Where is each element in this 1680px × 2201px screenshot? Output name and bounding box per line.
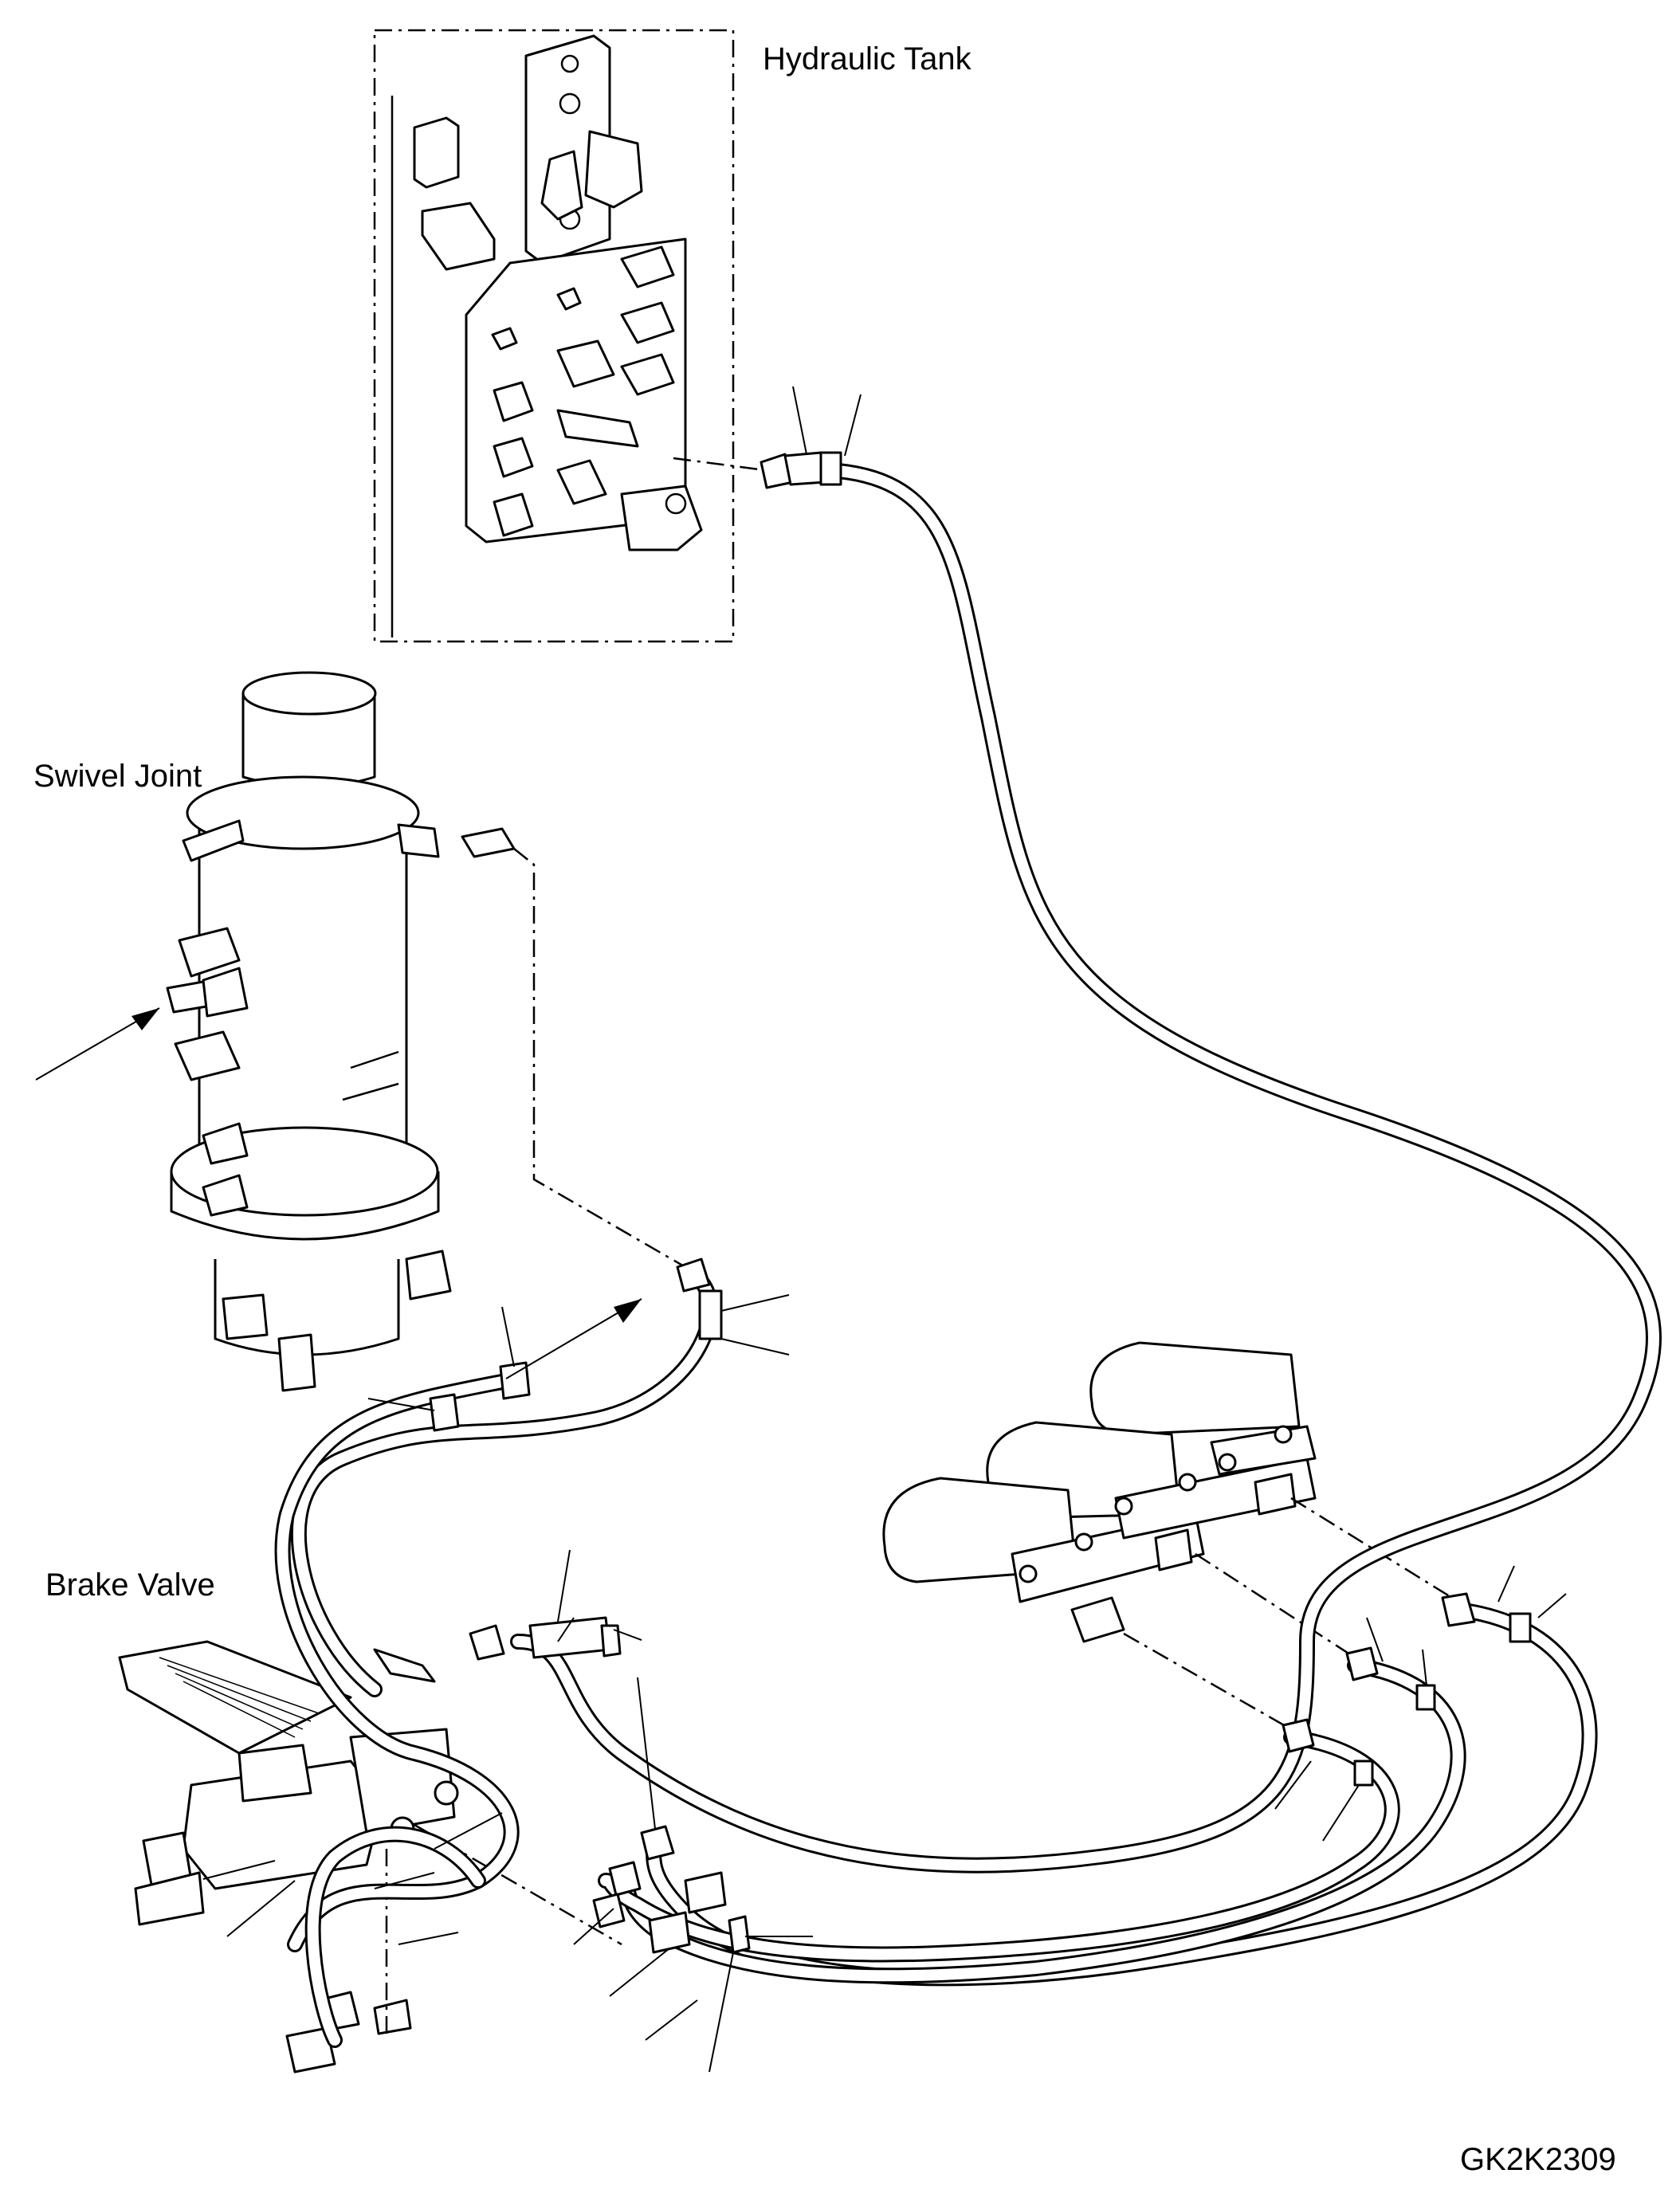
swivel-joint-label: Swivel Joint (33, 759, 202, 794)
brake-valve-bottom-fitting (285, 2026, 336, 2073)
brake-valve-assembly (118, 1640, 622, 2073)
leader-lines (202, 386, 1567, 2073)
tank-elbow-fitting (584, 130, 643, 209)
hose-fittings (429, 451, 1532, 1954)
swivel-joint-assembly (35, 671, 686, 1392)
swivel-port-fitting (461, 827, 516, 858)
accumulator-rear (1089, 1341, 1301, 1436)
swivel-connection-line (513, 848, 686, 1269)
pilot-arrow-head (614, 1299, 642, 1323)
tank-block-small (413, 116, 460, 189)
tank-port-fitting (620, 245, 675, 288)
swivel-arrow-head (131, 1008, 159, 1030)
accumulator-connection-3 (1123, 1632, 1292, 1731)
leader-tank-hose-1 (792, 386, 807, 455)
accumulator-port (1070, 1596, 1125, 1643)
tank-large-elbow (620, 485, 703, 551)
swivel-hose-nut (676, 1257, 711, 1293)
hydraulic-tank-label: Hydraulic Tank (763, 41, 971, 77)
swivel-top-rim (186, 775, 420, 850)
tank-block-lower (421, 202, 496, 271)
tank-connection-line (673, 457, 766, 472)
swivel-side-pipe (182, 819, 245, 862)
accumulator-assembly (882, 1341, 1459, 1731)
hydraulic-tank-outline (373, 29, 735, 643)
brake-hose-nut (469, 1624, 505, 1661)
pilot-hose-nut (499, 1361, 531, 1400)
hydraulic-tank-assembly (373, 29, 766, 643)
figure-code: GK2K2309 (1460, 2142, 1616, 2177)
brake-valve-mount (134, 1871, 205, 1926)
hose-routing (274, 462, 1662, 2048)
brake-valve-label: Brake Valve (45, 1567, 215, 1603)
accumulator-connection-2 (1195, 1552, 1356, 1659)
